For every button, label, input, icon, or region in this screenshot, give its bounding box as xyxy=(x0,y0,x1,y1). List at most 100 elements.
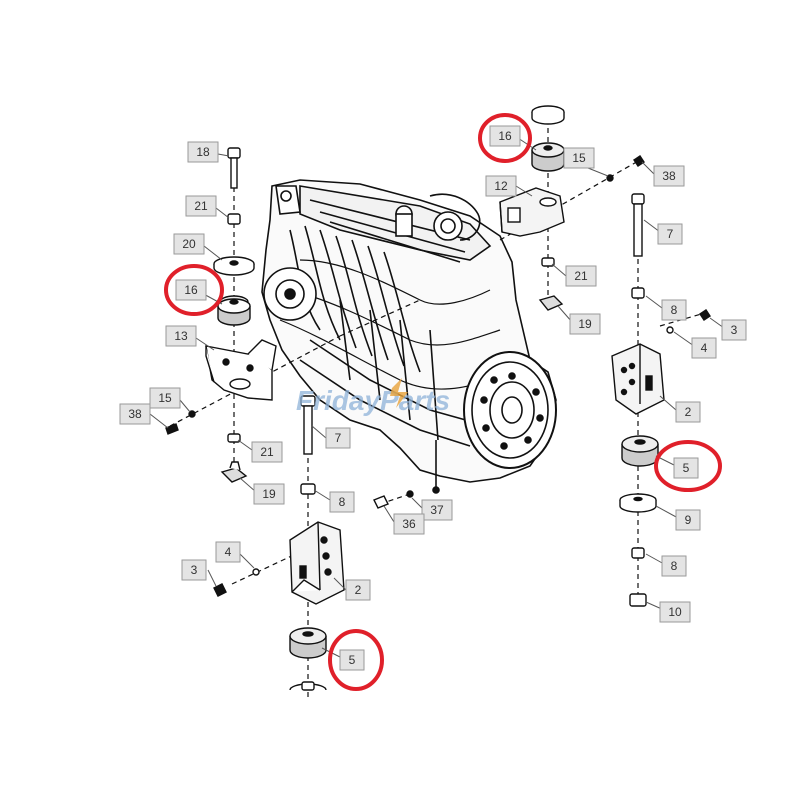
callout-8: 8 xyxy=(661,555,687,577)
svg-text:4: 4 xyxy=(225,545,232,559)
callout-4: 4 xyxy=(215,541,241,563)
svg-text:36: 36 xyxy=(402,517,416,531)
callout-15: 15 xyxy=(563,147,595,169)
svg-text:8: 8 xyxy=(671,559,678,573)
nut-21-right xyxy=(541,257,555,267)
top-washer-partial xyxy=(531,105,565,125)
plate-19-right xyxy=(538,295,564,311)
left-mount-stack xyxy=(165,147,277,483)
right-mount-stack xyxy=(611,193,711,607)
svg-text:13: 13 xyxy=(174,329,188,343)
callout-15: 15 xyxy=(149,387,181,409)
washer-9-right xyxy=(619,493,657,513)
leader-lines xyxy=(149,137,725,659)
nut-10 xyxy=(629,593,647,607)
svg-text:9: 9 xyxy=(685,513,692,527)
bolt-38-left xyxy=(165,423,179,435)
nut-21-upper xyxy=(227,213,241,225)
bolt-3-left xyxy=(213,583,227,597)
svg-text:21: 21 xyxy=(574,269,588,283)
callout-37: 37 xyxy=(421,499,453,521)
washer-4-left xyxy=(252,568,260,576)
callout-38: 38 xyxy=(119,403,151,425)
highlight-circle-16-left xyxy=(164,264,224,316)
bolt-3-right xyxy=(699,309,711,321)
callout-16: 16 xyxy=(489,125,521,147)
svg-text:15: 15 xyxy=(572,151,586,165)
svg-text:7: 7 xyxy=(335,431,342,445)
washer-20 xyxy=(213,256,255,276)
svg-text:38: 38 xyxy=(128,407,142,421)
washer-8-right-upper xyxy=(631,287,645,299)
highlight-circle-5-left xyxy=(328,629,384,691)
callout-2: 2 xyxy=(675,401,701,423)
lower-left-mount-stack xyxy=(213,395,345,691)
svg-text:21: 21 xyxy=(260,445,274,459)
svg-text:19: 19 xyxy=(578,317,592,331)
callout-3: 3 xyxy=(721,319,747,341)
washer-9-left-partial xyxy=(289,681,327,691)
callout-5: 5 xyxy=(339,649,365,671)
callout-21: 21 xyxy=(565,265,597,287)
callout-21: 21 xyxy=(185,195,217,217)
callout-9: 9 xyxy=(675,509,701,531)
svg-text:15: 15 xyxy=(158,391,172,405)
svg-text:3: 3 xyxy=(731,323,738,337)
svg-text:4: 4 xyxy=(701,341,708,355)
highlight-circles xyxy=(164,113,722,691)
svg-text:21: 21 xyxy=(194,199,208,213)
bracket-2-right xyxy=(611,343,665,415)
highlight-circle-5-right xyxy=(654,440,722,492)
svg-text:5: 5 xyxy=(683,461,690,475)
isolator-5-right xyxy=(621,435,659,467)
bolt-18 xyxy=(227,147,241,189)
nut-21-lower xyxy=(227,433,241,443)
svg-text:2: 2 xyxy=(685,405,692,419)
clip-36-assembly xyxy=(373,490,414,509)
callout-19: 19 xyxy=(253,483,285,505)
svg-text:10: 10 xyxy=(668,605,682,619)
callout-36: 36 xyxy=(393,513,425,535)
callout-38: 38 xyxy=(653,165,685,187)
bracket-13 xyxy=(205,339,277,401)
svg-text:8: 8 xyxy=(671,303,678,317)
bracket-2-left xyxy=(289,521,345,605)
svg-text:20: 20 xyxy=(182,237,196,251)
washer-8-left xyxy=(300,483,316,495)
stud-7-left xyxy=(300,395,316,455)
part-callouts: 18 21 20 16 13 15 38 21 19 7 8 37 36 4 3… xyxy=(119,125,747,671)
washer-15-right xyxy=(606,174,614,182)
callout-4: 4 xyxy=(691,337,717,359)
svg-text:5: 5 xyxy=(349,653,356,667)
callout-16: 16 xyxy=(175,279,207,301)
engine-assembly xyxy=(261,179,557,494)
stud-7-right xyxy=(631,193,645,257)
washer-8-right-lower xyxy=(631,547,645,559)
callout-21: 21 xyxy=(251,441,283,463)
washer-4-right xyxy=(666,326,674,334)
callout-19: 19 xyxy=(569,313,601,335)
callout-3: 3 xyxy=(181,559,207,581)
svg-text:38: 38 xyxy=(662,169,676,183)
upper-right-mount-stack xyxy=(499,105,645,311)
svg-text:18: 18 xyxy=(196,145,210,159)
callout-18: 18 xyxy=(187,141,219,163)
watermark-text: FridayParts xyxy=(296,385,450,416)
svg-text:7: 7 xyxy=(667,227,674,241)
svg-text:16: 16 xyxy=(184,283,198,297)
isolator-5-left xyxy=(289,627,327,659)
plate-19-left xyxy=(220,461,248,483)
isolator-16-right xyxy=(531,142,565,172)
washer-15-left xyxy=(188,410,196,418)
bracket-12 xyxy=(499,187,565,237)
bolt-38-right xyxy=(633,155,645,167)
svg-text:37: 37 xyxy=(430,503,444,517)
callout-7: 7 xyxy=(325,427,351,449)
callout-8: 8 xyxy=(329,491,355,513)
svg-text:19: 19 xyxy=(262,487,276,501)
callout-10: 10 xyxy=(659,601,691,623)
callout-12: 12 xyxy=(485,175,517,197)
highlight-circle-16-right xyxy=(478,113,532,163)
callout-5: 5 xyxy=(673,457,699,479)
